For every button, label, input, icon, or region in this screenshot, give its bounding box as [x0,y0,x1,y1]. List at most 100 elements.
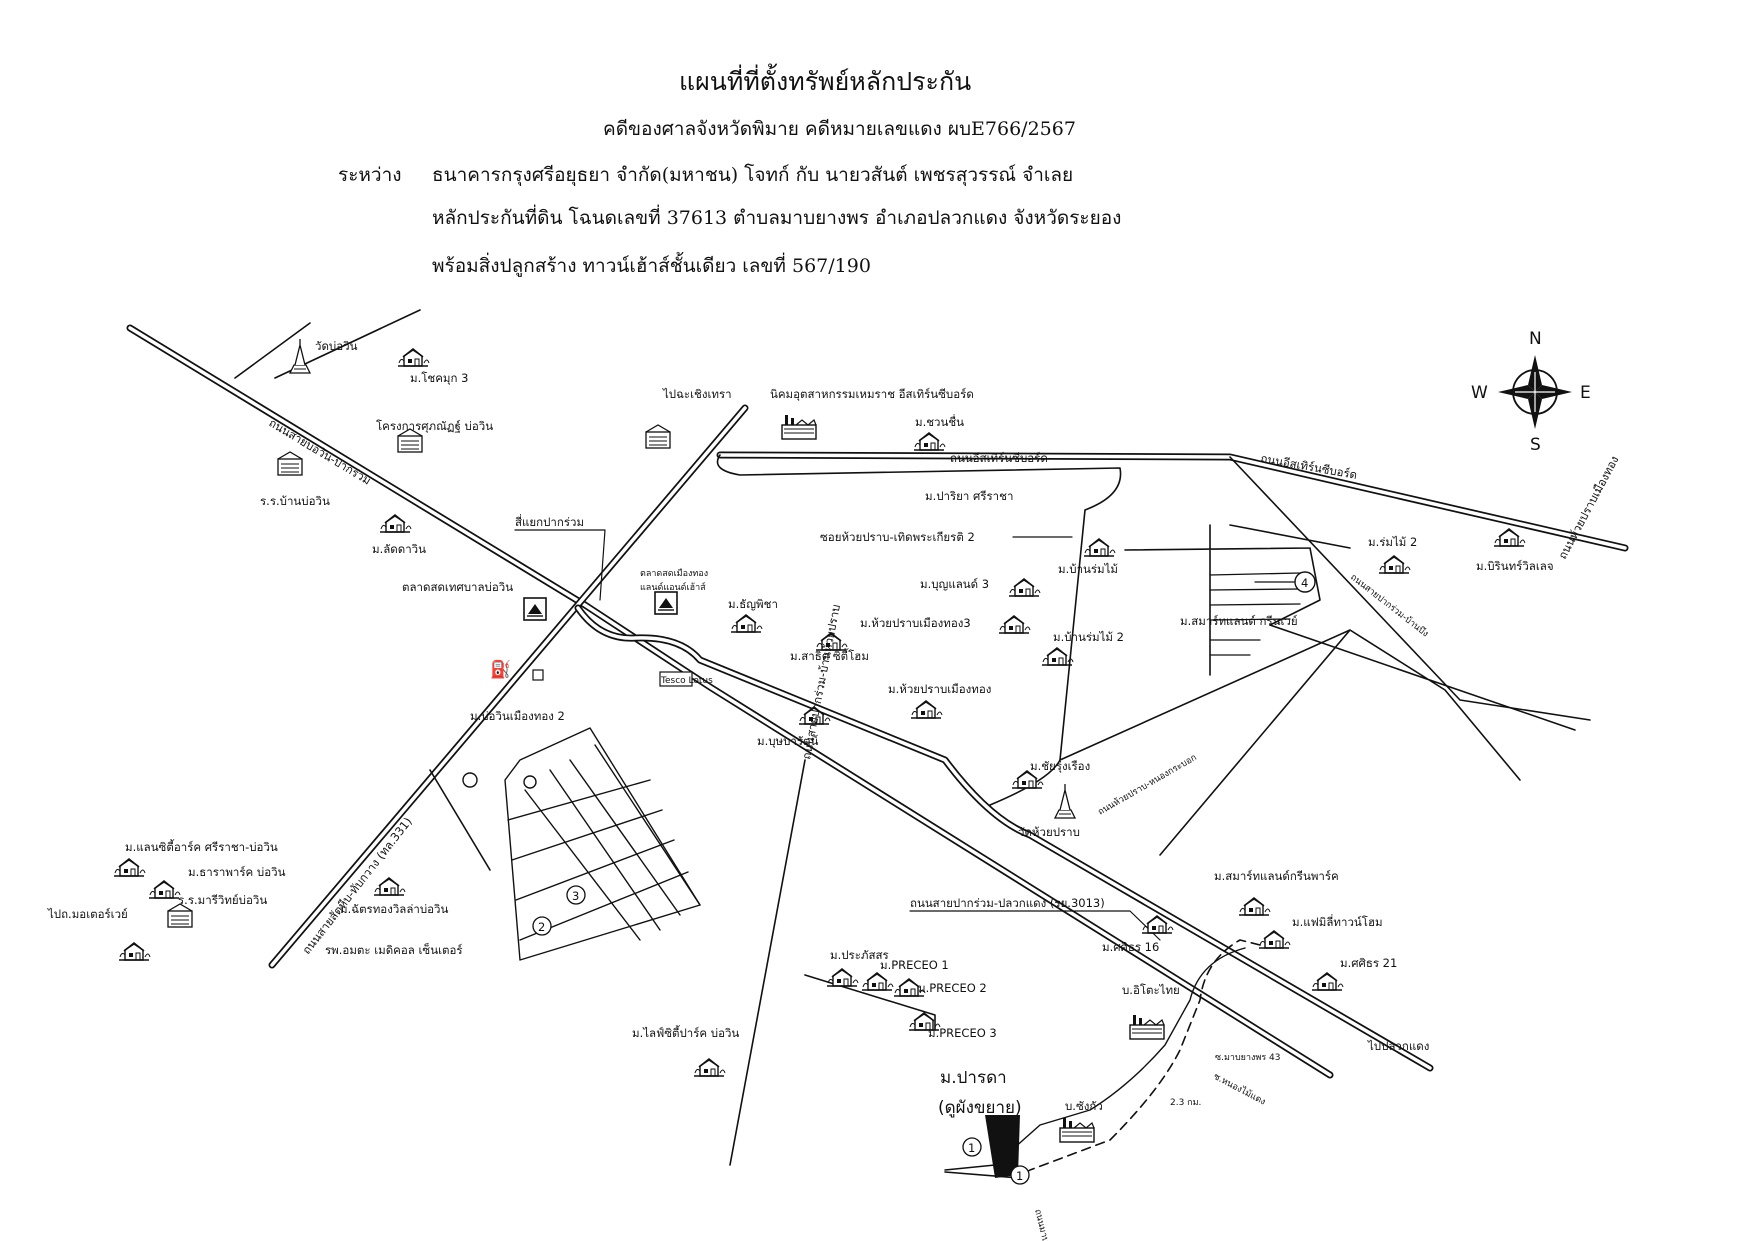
road-preceo [804,974,936,1031]
label-m-ban-rom-mai: ม.บ้านร่มไม้ [1058,562,1118,576]
road-bo-win-pak-ruam [126,324,1334,1079]
label-distance: 2.3 กม. [1170,1098,1201,1108]
label-m-smart-land-green-park: ม.สมาร์ทแลนด์กรีนพาร์ค [1214,869,1339,883]
label-m-land-city-ark: ม.แลนซิตี้อาร์ค ศรีราชา-บ่อวิน [125,839,278,854]
roundabout-icon [523,775,537,789]
road-south-curve [944,947,1246,1171]
small-building-icon [532,669,544,681]
school-icon [167,903,193,928]
label-m-preceo2: ม.PRECEO 2 [918,981,987,995]
marker-4: 4 [1294,571,1316,593]
village-house-icon [1041,647,1074,666]
label-m-preceo1: ม.PRECEO 1 [880,958,949,972]
road-mariwit [429,769,491,871]
factory-icon [1059,1117,1095,1143]
village-house-icon [1258,930,1291,949]
village-house-icon [998,615,1031,634]
village-house-icon [379,514,412,533]
road-south-link [729,759,806,1166]
label-school-ban-bo-win: ร.ร.บ้านบ่อวิน [260,494,330,508]
label-m-sathit-city-home: ม.สาธิต ซิตี้โฮม [790,648,869,663]
label-soi-huai-prap: ซอยห้วยปราบ-เทิดพระเกียรติ 2 [820,530,975,544]
road-main-diagonal [574,604,1434,1072]
marker-1: 1 [962,1137,982,1157]
village-house-icon [910,700,943,719]
label-road-eastern-seaboard: ถนนอีสเทิร์นซีบอร์ด [950,451,1048,465]
label-m-thanya-pisa: ม.ธัญพิชา [728,597,778,611]
label-road-pak-ruam-ban-bueng: ถนนสายปากร่วม-บ้านบึง [1348,572,1430,640]
village-house-icon [1083,538,1116,557]
label-m-chokmuk3: ม.โชคมุก 3 [410,371,468,385]
label-soi-mab-yang-phon43: ซ.มาบยางพร 43 [1215,1053,1280,1063]
road-parada-approach [944,1171,1021,1179]
label-m-huai-prap-mt3: ม.ห้วยปราบเมืองทอง3 [860,616,971,630]
marker-2: 2 [532,916,552,936]
label-hospital: รพ.อมตะ เมดิคอล เซ็นเตอร์ [325,942,463,957]
village-house-icon [373,877,406,896]
label-school-mariwit: ร.ร.มารีวิทย์บ่อวิน [178,893,267,907]
svg-text:3: 3 [572,889,579,903]
label-m-chatthong: ม.ฉัตรทองวิลล่าบ่อวิน [340,902,448,916]
market-icon [523,597,547,621]
railway-dashed [1009,939,1261,1183]
marker-3: 3 [566,885,586,905]
label-road-3013: ถนนสายปากร่วม-ปลวกแดง (รย.3013) [910,896,1105,910]
label-project-bo-win: โครงการศุภณัฏฐ์ บ่อวิน [376,419,493,433]
tesco-store-icon [659,671,693,687]
village-house-icon [148,880,181,899]
village-house-icon [913,432,946,451]
label-m-butsaba: ม.บุษบารัตน์ [757,734,819,748]
factory-icon [1129,1014,1165,1040]
village-house-icon [693,1058,726,1077]
road-smart-land-loop [1124,524,1351,676]
label-to-motorway: ไปถ.มอเตอร์เวย์ [47,907,128,921]
label-land-and-house: แลนด์แอนด์เฮ้าส์ [640,581,706,593]
factory-icon [781,414,817,440]
village-house-icon [397,348,430,367]
road-huai-prap [1059,624,1576,856]
compass-rose [1498,355,1572,429]
building-line: พร้อมสิ่งปลูกสร้าง ทาวน์เฮ้าส์ชั้นเดียว … [432,255,871,277]
label-m-prakatsorn: ม.ประภัสสร [830,948,889,962]
label-m-rom-mai2: ม.ร่มไม้ 2 [1368,535,1417,549]
label-tesco: Tesco Lotus [660,676,713,686]
label-road-mab-yang-phon: ถนนมาบยางพร [1032,1208,1056,1241]
label-m-smart-land-green-way: ม.สมาร์ทแลนด์ กรีนเวย์ [1180,614,1298,628]
callout-line-3013 [909,910,1161,941]
label-industrial-estate: นิคมอุตสาหกรรมเหมราช อีสเทิร์นซีบอร์ด [770,387,974,401]
compass-e: E [1580,383,1591,403]
village-house-icon [118,942,151,961]
case-line: คดีของศาลจังหวัดพิมาย คดีหมายเลขแดง ผบE7… [603,118,1076,140]
collateral-parcel [985,1115,1020,1178]
compass-s: S [1530,435,1541,455]
signboard-icon [645,424,671,449]
temple-icon [289,338,311,374]
label-m-chairungrueang: ม.ชัยรุ่งเรือง [1030,759,1090,773]
temple-icon [1054,783,1076,819]
label-m-parada: ม.ปารดา [940,1068,1007,1088]
label-si-yaek-pak-ruam: สี่แยกปากร่วม [515,514,584,529]
landmark-icon [462,772,478,788]
label-m-birin-village: ม.บิรินทร์วิลเลจ [1476,559,1554,573]
label-b-asahi-thai: บ.อิโตะไทย [1122,983,1180,997]
school-icon [277,451,303,476]
label-to-pluak-daeng: ไปปลวกแดง [1367,1039,1429,1053]
label-b-sungkua: บ.ซังกัว [1065,1099,1103,1113]
label-m-bo-win-mt2: ม.บ่อวินเมืองทอง 2 [470,709,565,723]
housing-estate-grid [504,727,701,961]
svg-text:4: 4 [1301,576,1308,590]
parties-prefix: ระหว่าง [338,164,402,186]
road-pak-ruam-ban-bueng [1229,456,1591,721]
label-to-chachoengsao: ไปฉะเชิงเทรา [662,387,732,401]
label-talat-thet-saban: ตลาดสดเทศบาลบ่อวิน [402,580,513,594]
label-zoom: (ดูผังขยาย) [938,1098,1022,1118]
label-m-sirin16: ม.ศศิธร 16 [1102,940,1159,954]
label-road-pak-ruam: ถนนสายบ่อวิน-ปากร่วม [266,416,373,488]
parties-line: ธนาคารกรุงศรีอยุธยา จำกัด(มหาชน) โจทก์ ก… [432,164,1074,186]
svg-text:2: 2 [538,920,545,934]
label-talat-mueang-thong: ตลาดสดเมืองทอง [640,568,708,579]
callout-line-pak-ruam [514,529,606,601]
label-m-life-city-park: ม.ไลฟ์ซิตี้ปาร์ค บ่อวิน [632,1025,739,1040]
compass-n: N [1529,329,1542,349]
